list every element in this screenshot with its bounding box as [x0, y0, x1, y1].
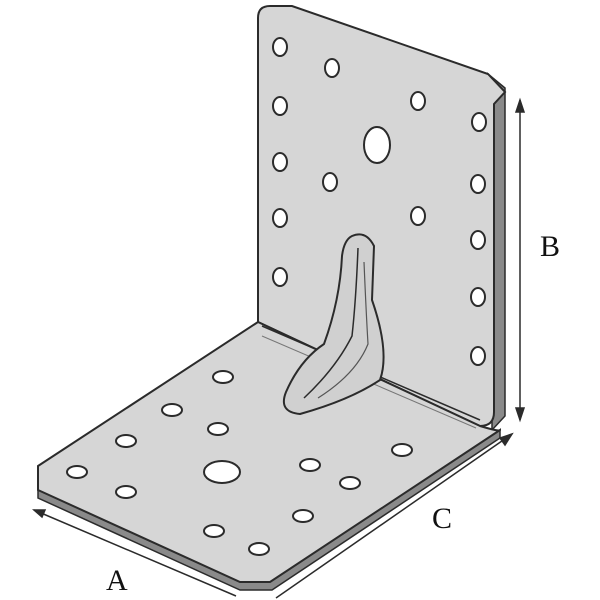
- hole: [471, 112, 487, 132]
- dimension-a-arrow-left: [32, 509, 47, 519]
- hole: [410, 91, 426, 111]
- dimension-lines: [32, 97, 526, 599]
- hole: [161, 403, 183, 417]
- vertical-flange-holes: [272, 37, 487, 366]
- dimension-label-c: C: [432, 502, 452, 535]
- hole: [470, 174, 486, 194]
- hole: [272, 37, 288, 57]
- hole: [470, 230, 486, 250]
- rib-fold-line: [303, 247, 359, 399]
- large-hole: [363, 126, 391, 164]
- hole: [410, 206, 426, 226]
- large-hole: [203, 460, 241, 484]
- vertical-flange-face: [257, 5, 507, 428]
- hole: [272, 152, 288, 172]
- dimension-c-line: [275, 433, 513, 599]
- hole: [470, 346, 486, 366]
- rib-fold-line-2: [317, 261, 369, 399]
- dimension-c-arrow-top: [498, 432, 514, 447]
- hole: [299, 458, 321, 472]
- dimension-a-line: [33, 509, 237, 597]
- hole: [212, 370, 234, 384]
- dimension-label-b: B: [540, 230, 560, 263]
- base-flange-holes: [66, 370, 413, 556]
- vertical-flange: [257, 5, 507, 432]
- hole: [272, 96, 288, 116]
- dimension-label-a: A: [106, 564, 128, 597]
- hole: [115, 434, 137, 448]
- base-flange-face: [37, 320, 502, 583]
- hole: [203, 524, 225, 538]
- hole: [391, 443, 413, 457]
- reinforcing-rib: [282, 233, 385, 416]
- hole: [248, 542, 270, 556]
- hole: [66, 465, 88, 479]
- dimension-b-arrow-bottom: [514, 407, 526, 423]
- hole: [115, 485, 137, 499]
- hole: [272, 208, 288, 228]
- hole: [207, 422, 229, 436]
- dimension-b-arrow-top: [514, 97, 526, 113]
- rib-outline: [282, 233, 385, 416]
- hole: [324, 58, 340, 78]
- hole: [339, 476, 361, 490]
- hole: [272, 267, 288, 287]
- hole: [292, 509, 314, 523]
- hole: [322, 172, 338, 192]
- hole: [470, 287, 486, 307]
